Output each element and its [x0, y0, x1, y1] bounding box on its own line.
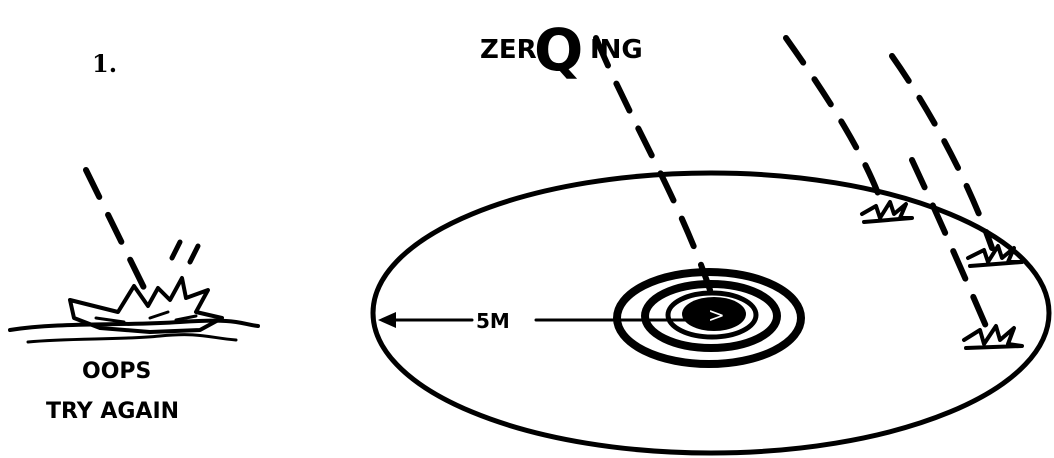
- bullseye-symbol: >: [708, 303, 725, 327]
- impact-mark-3-icon: [962, 324, 1024, 350]
- debris-mark-2: [187, 243, 201, 265]
- ground-line: [8, 318, 260, 332]
- explosion-inner: [94, 310, 198, 324]
- impact-mark-1-icon: [860, 200, 914, 224]
- miss-label-line2: TRY AGAIN: [46, 399, 179, 424]
- missed-trajectory: [83, 167, 153, 303]
- explosion-burst-icon: [68, 276, 224, 334]
- radius-arrowhead: [378, 312, 396, 328]
- missed-shot: [8, 167, 260, 344]
- debris-mark-1: [169, 239, 183, 261]
- panel-number: 1.: [92, 49, 117, 78]
- target-bullseye: [682, 297, 746, 331]
- trajectory-2: [783, 35, 887, 213]
- diagram-title: ZER Q ING: [480, 16, 643, 84]
- target: > 5M: [370, 170, 1052, 456]
- target-ring-3: [613, 268, 805, 368]
- radius-label: 5M: [476, 309, 510, 333]
- center-trajectory: [593, 35, 713, 293]
- trajectory-3: [889, 53, 995, 251]
- miss-label-line1: OOPS: [82, 359, 151, 384]
- impact-mark-2-icon: [966, 244, 1024, 268]
- title-big-letter: Q: [534, 16, 583, 84]
- target-ring-1: [665, 290, 759, 340]
- trajectory-4: [909, 157, 995, 343]
- ground-line-lower: [26, 333, 238, 344]
- target-outer-ellipse: [370, 170, 1052, 456]
- title-prefix: ZER: [480, 35, 537, 65]
